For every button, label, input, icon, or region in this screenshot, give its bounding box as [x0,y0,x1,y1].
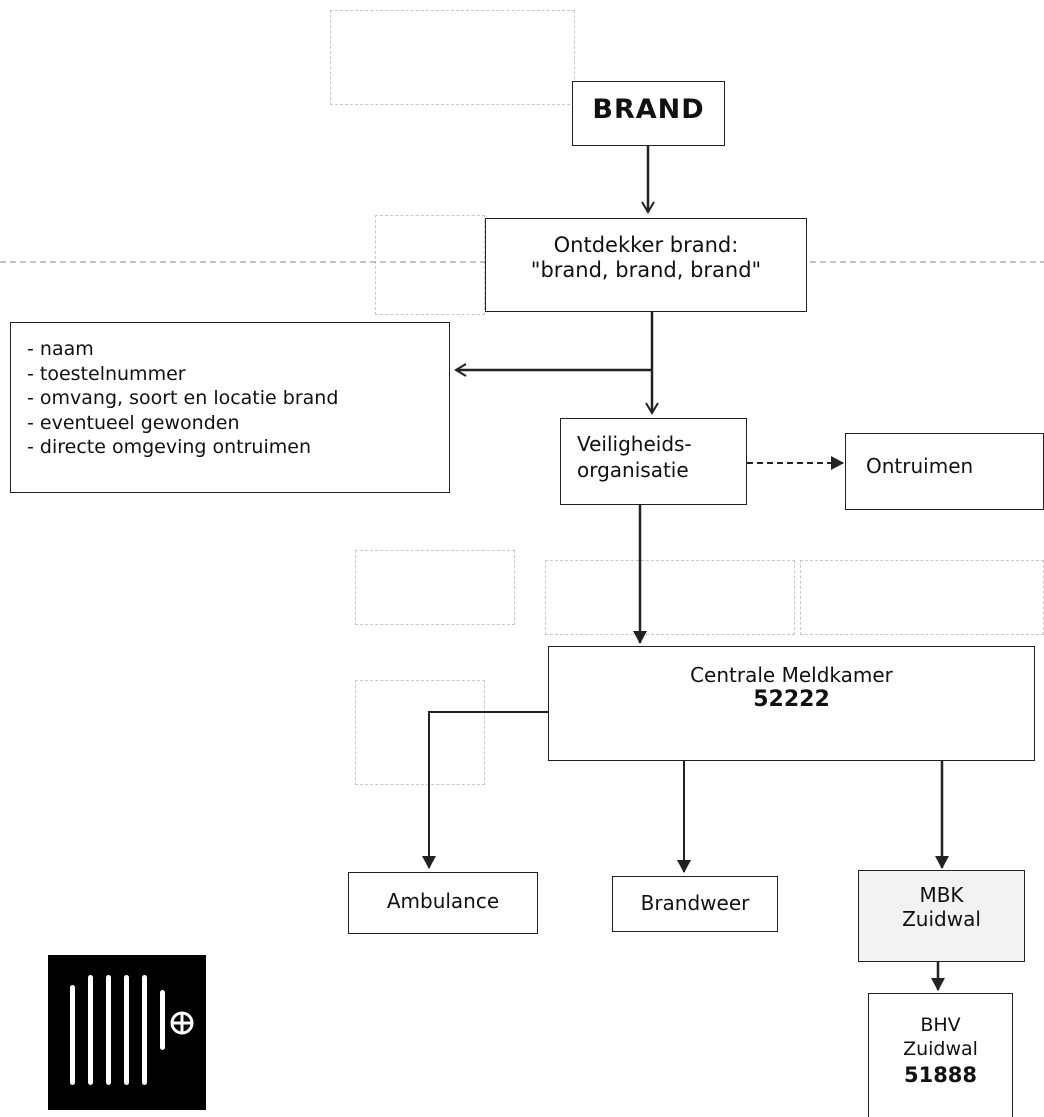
centrale-title: Centrale Meldkamer [690,663,893,687]
hose-stripe [106,975,111,1085]
ontdekker-box: Ontdekker brand: "brand, brand, brand" [485,218,807,312]
info-list-box: - naam - toestelnummer - omvang, soort e… [10,322,450,493]
info-item-toestelnummer: - toestelnummer [27,362,186,385]
info-item-ontruimen: - directe omgeving ontruimen [27,436,311,458]
centrale-meldkamer-box: Centrale Meldkamer 52222 [548,646,1035,761]
ontruimen-box: Ontruimen [845,433,1044,510]
bhv-line1: BHV [920,1014,961,1036]
bhv-line2: Zuidwal [903,1037,978,1060]
bhv-box: BHV Zuidwal 51888 [868,993,1013,1117]
centrale-number: 52222 [753,687,830,712]
ontruimen-label: Ontruimen [866,454,974,478]
bhv-number: 51888 [903,1062,978,1087]
brand-label: BRAND [592,94,705,125]
veiligheid-line2: organisatie [577,458,689,482]
background-ghost-box [545,560,795,635]
mbk-line2: Zuidwal [902,907,981,931]
brandweer-box: Brandweer [612,876,778,932]
brandweer-label: Brandweer [640,891,750,915]
fire-hose-reel-icon [48,955,206,1110]
arrow-centrale-ambulance [422,711,548,869]
ontdekker-title: Ontdekker brand: [553,233,739,257]
hose-stripe [160,990,165,1050]
info-item-omvang: - omvang, soort en locatie brand [27,387,339,409]
info-item-naam: - naam [27,338,94,360]
hose-stripe [88,975,93,1085]
hose-stripe [142,975,147,1085]
background-ghost-box [355,550,515,625]
ambulance-label: Ambulance [386,889,500,913]
hose-nozzle-icon [170,1011,194,1035]
veiligheid-line1: Veiligheids- [577,432,692,456]
veiligheid-box: Veiligheids- organisatie [560,418,747,505]
hose-stripe [124,975,129,1085]
brand-box: BRAND [572,81,725,146]
ontdekker-call: "brand, brand, brand" [530,258,762,283]
mbk-line1: MBK [919,883,964,907]
background-ghost-box [330,10,575,105]
hose-stripe [70,985,75,1085]
background-ghost-box [355,680,485,785]
ambulance-box: Ambulance [348,872,538,934]
mbk-box: MBK Zuidwal [858,870,1025,962]
background-ghost-box [375,215,485,315]
info-item-gewonden: - eventueel gewonden [27,411,240,434]
